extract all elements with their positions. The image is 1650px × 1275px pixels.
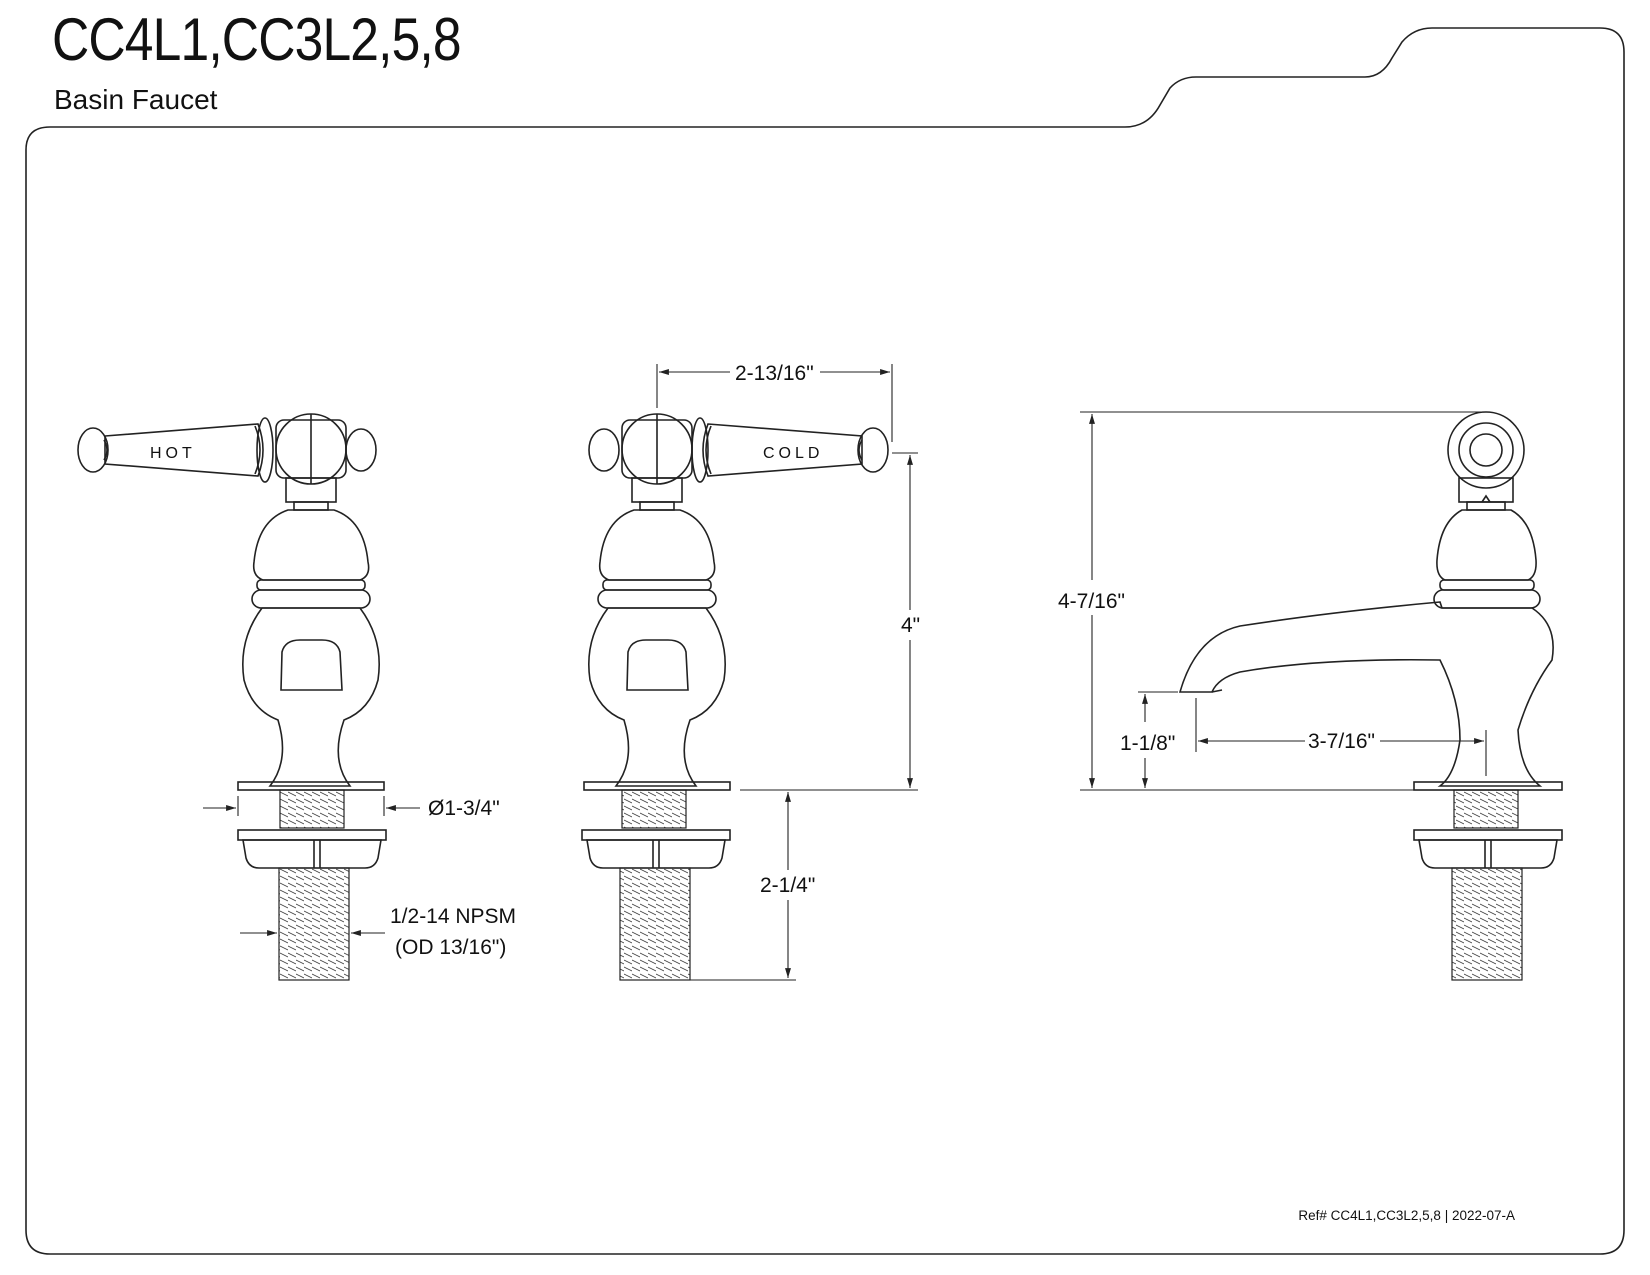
shank-thread-dimension: 1/2-14 NPSM (OD 13/16") [240,905,516,959]
page-subtitle: Basin Faucet [54,84,218,115]
flange-diameter-dimension: Ø1-3/4" [203,796,500,820]
handle-height-dimension: 4" [740,452,920,791]
handle-height-label: 4" [901,614,920,637]
spout-height-label: 1-1/8" [1120,732,1175,755]
shank-od-label: (OD 13/16") [395,936,506,959]
faucet-side-view [1178,411,1563,981]
flange-diameter-label: Ø1-3/4" [428,797,500,820]
handle-span-label: 2-13/16" [735,362,814,385]
overall-height-dimension: 4-7/16" [1058,411,1486,791]
shank-thread-label: 1/2-14 NPSM [390,905,516,928]
shank-length-label: 2-1/4" [760,874,815,897]
drawing-frame [25,27,1625,1255]
hot-handle-label: HOT [150,445,196,462]
overall-height-label: 4-7/16" [1058,590,1125,613]
handle-span-dimension: 2-13/16" [656,362,893,442]
shank-length-dimension: 2-1/4" [690,792,815,981]
spout-reach-dimension: 3-7/16" [1195,698,1487,776]
reference-number: Ref# CC4L1,CC3L2,5,8 | 2022-07-A [1298,1208,1515,1223]
spout-height-dimension: 1-1/8" [1120,691,1178,788]
spout-reach-label: 3-7/16" [1308,730,1375,753]
page-title: CC4L1,CC3L2,5,8 [52,6,462,73]
cold-handle-label: COLD [763,445,823,462]
cold-faucet-front-view: COLD [581,413,889,981]
hot-faucet-front-view: HOT [77,413,387,981]
